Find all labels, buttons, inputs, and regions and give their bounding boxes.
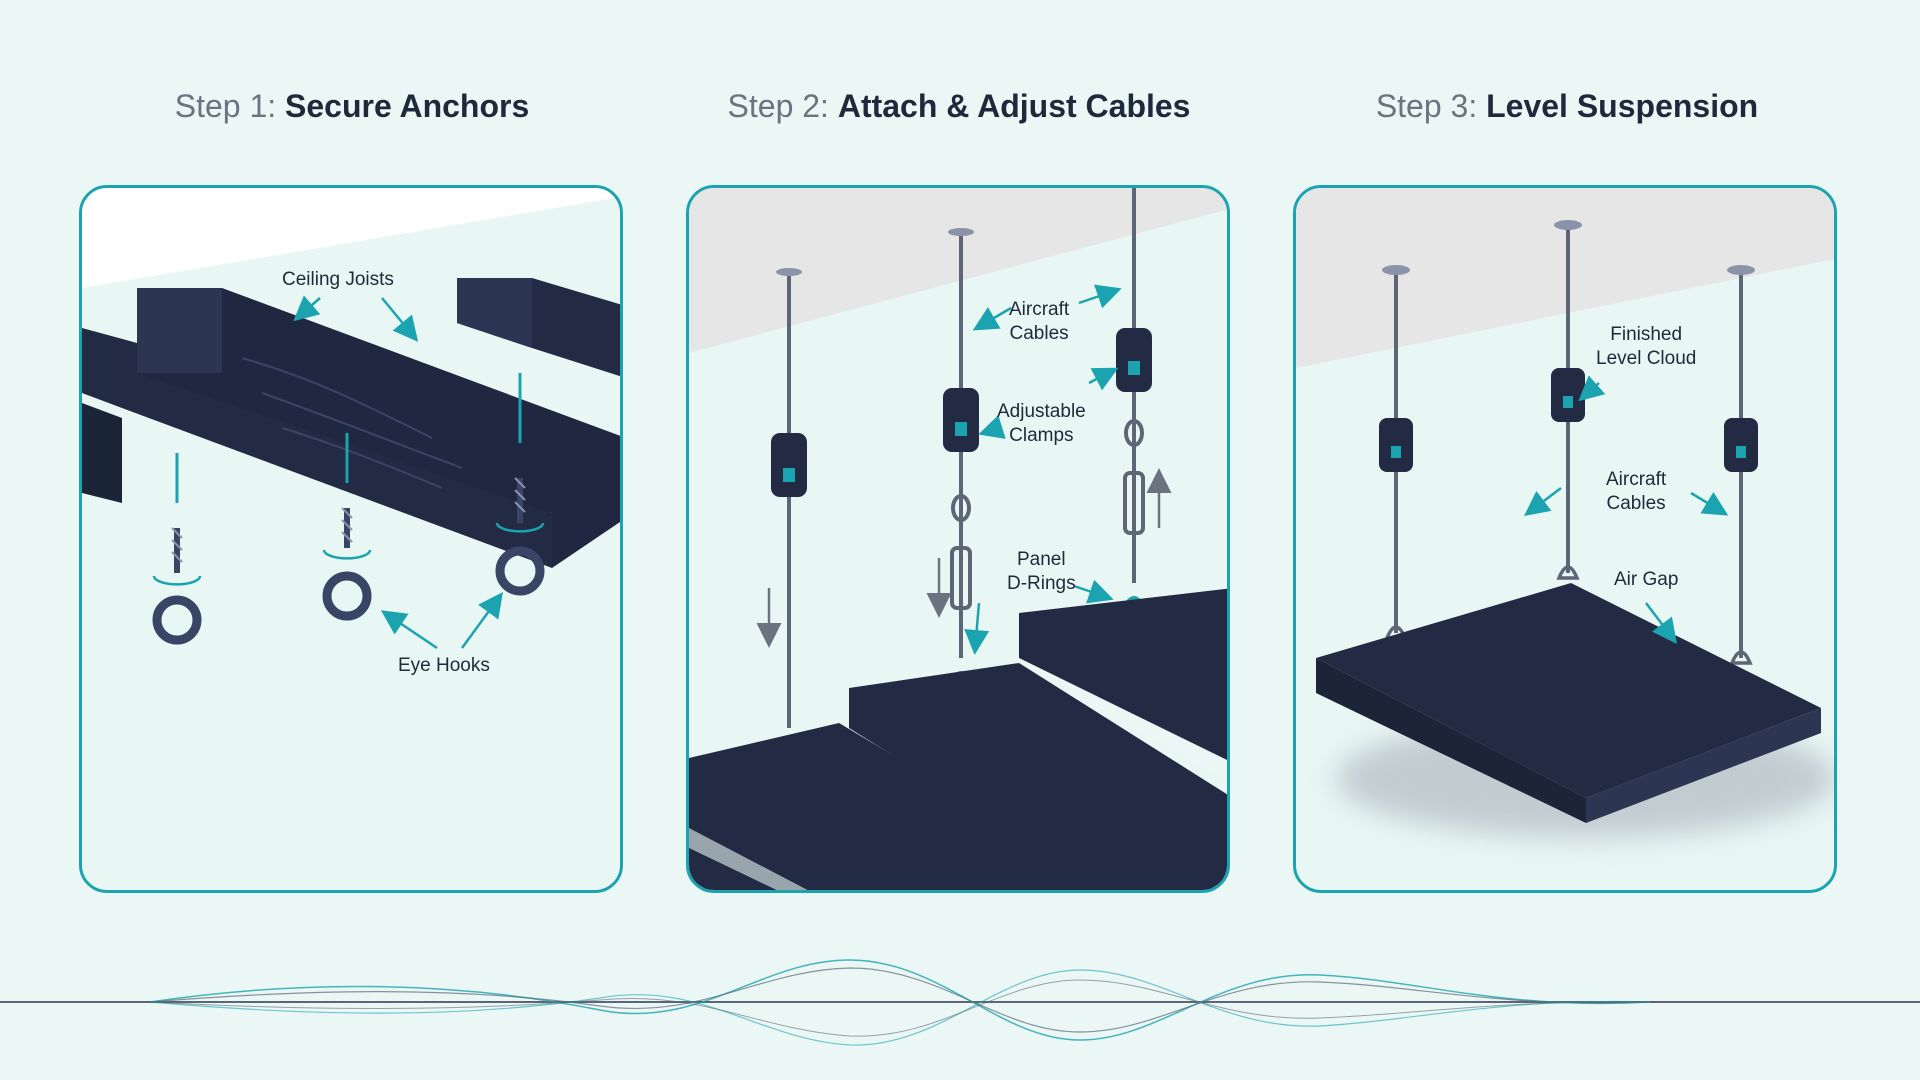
step-2-name: Attach & Adjust Cables xyxy=(837,88,1191,124)
clamps xyxy=(1379,368,1758,472)
ceiling-joists-label: Ceiling Joists xyxy=(282,269,394,290)
step-2-illustration xyxy=(689,188,1227,890)
eye-hook-right xyxy=(495,477,545,596)
step-1-name: Secure Anchors xyxy=(285,88,530,124)
turnbuckles xyxy=(950,419,1145,610)
aircraft-cables-label: Aircraft Cables xyxy=(1009,299,1070,344)
air-gap-label: Air Gap xyxy=(1614,569,1679,590)
ceiling-surface xyxy=(1296,188,1834,368)
acoustic-cloud-panel xyxy=(1316,583,1821,823)
eye-hooks-label: Eye Hooks xyxy=(398,655,490,676)
step-3-illustration xyxy=(1296,188,1834,838)
acoustic-panels xyxy=(689,588,1227,890)
ceiling-surface xyxy=(82,188,620,288)
step-3-name: Level Suspension xyxy=(1486,88,1759,124)
callout-arrows xyxy=(964,284,1122,655)
rotation-arrows xyxy=(152,522,545,586)
panel-d-rings-label: Panel D-Rings xyxy=(1007,549,1076,594)
joist-middle xyxy=(137,288,620,568)
adjustable-clamps-label: Adjustable Clamps xyxy=(997,401,1086,446)
step-3-lead: Step 3: xyxy=(1375,88,1478,124)
step-2-title: Step 2: Attach & Adjust Cables xyxy=(649,88,1269,125)
eye-hook-left xyxy=(152,527,202,645)
aircraft-cables-label: Aircraft Cables xyxy=(1606,469,1667,514)
callout-arrows xyxy=(293,295,503,650)
clamp-right xyxy=(1116,328,1152,392)
step-2-panel: Aircraft Cables Adjustable Clamps Panel … xyxy=(686,185,1230,893)
step-1-illustration xyxy=(82,188,620,650)
step-1-lead: Step 1: xyxy=(174,88,277,124)
pilot-holes xyxy=(175,373,522,503)
step-1-panel: Ceiling Joists Eye Hooks xyxy=(79,185,623,893)
ceiling-mounts xyxy=(1382,220,1755,275)
ceiling-surface xyxy=(689,188,1227,353)
step-3-panel: Finished Level Cloud Aircraft Cables Air… xyxy=(1293,185,1837,893)
callout-arrows xyxy=(1524,375,1729,644)
step-3-title: Step 3: Level Suspension xyxy=(1257,88,1877,125)
sound-wave-decoration xyxy=(0,959,1920,1046)
step-2-lead: Step 2: xyxy=(727,88,829,124)
finished-level-cloud-label: Finished Level Cloud xyxy=(1596,324,1697,369)
ceiling-mounts xyxy=(776,228,974,276)
eye-hook-middle xyxy=(322,507,372,621)
step-1-title: Step 1: Secure Anchors xyxy=(42,88,662,125)
clamp-middle xyxy=(943,388,979,452)
adjust-arrows xyxy=(756,468,1172,648)
clamp-left xyxy=(771,433,807,497)
